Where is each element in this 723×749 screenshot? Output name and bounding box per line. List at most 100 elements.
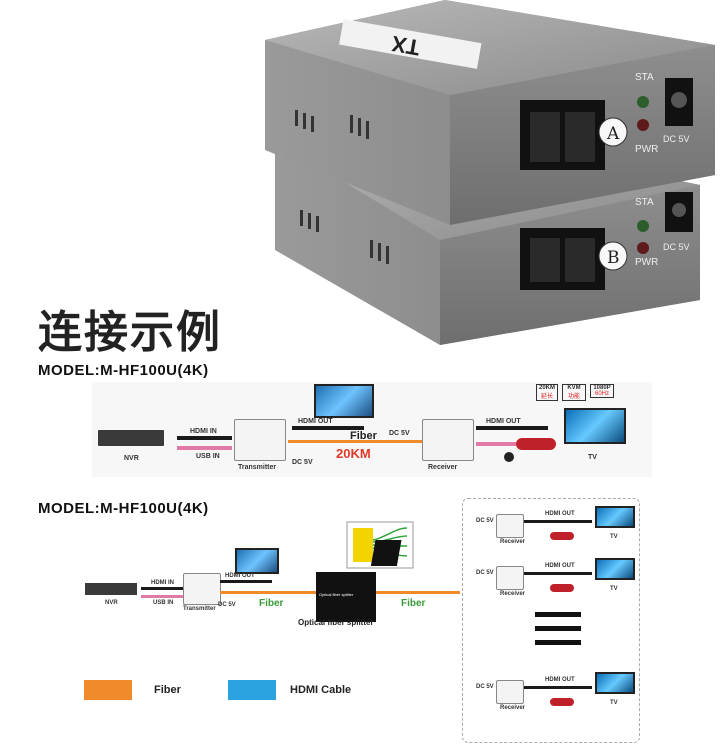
badge-3-top: 1080P — [593, 385, 611, 391]
page-title: 连接示例 — [38, 307, 222, 358]
sta-led-icon — [637, 96, 649, 108]
badge-1: 20KM 延长 — [536, 384, 558, 401]
badge-2: KVM 功能 — [562, 384, 586, 401]
fiber-label-right: Fiber — [401, 598, 426, 609]
receiver-1-device — [496, 514, 524, 538]
pwr-label: PWR — [635, 144, 658, 155]
product-photo: TX A STA PWR DC 5V B STA PWR DC 5V — [265, 0, 715, 345]
keyboard-icon — [516, 438, 556, 450]
receiver-2-tv-label: TV — [610, 586, 618, 592]
splitter-box-label: Optical fiber splitter — [319, 592, 354, 597]
rx-dc-label: DC 5V — [389, 430, 410, 437]
badge-2-bottom: 功能 — [567, 394, 580, 400]
nvr-device — [98, 430, 164, 446]
usb-in-label: USB IN — [196, 453, 220, 460]
badge-3: 1080P 60Hz — [590, 384, 614, 398]
legend-fiber-label: Fiber — [154, 684, 181, 696]
rx-hdmi-cable — [476, 426, 548, 430]
legend-hdmi-label: HDMI Cable — [290, 684, 352, 696]
diagram-1: NVR HDMI IN USB IN Transmitter DC 5V HDM… — [92, 382, 652, 477]
tx-logo — [339, 18, 482, 69]
tv-icon — [564, 408, 626, 444]
pwr-led-icon — [637, 119, 649, 131]
sta-label: STA — [635, 72, 654, 83]
transmitter-device — [234, 419, 286, 461]
monitor-icon — [314, 384, 374, 418]
receiver-2-device — [496, 566, 524, 590]
sta-label-b: STA — [635, 197, 654, 208]
splitter-module-image — [346, 521, 414, 569]
receiver-3-label: Receiver — [500, 705, 526, 711]
receiver-2-dc: DC 5V — [476, 570, 494, 576]
transmitter-label-2: Transmitter — [183, 606, 216, 612]
receiver-2-keyboard-icon — [550, 584, 574, 592]
legend-fiber-swatch — [84, 680, 132, 700]
receiver-1-hdmi-cable — [524, 520, 592, 523]
hdmi-in-label-2: HDMI IN — [151, 580, 174, 586]
fiber-line-left — [220, 591, 316, 594]
receiver-device — [422, 419, 474, 461]
splitter-device: Optical fiber splitter — [316, 572, 376, 622]
tv-label: TV — [588, 454, 597, 461]
usb-in-cable — [177, 446, 232, 450]
mouse-icon — [504, 452, 514, 462]
legend-hdmi-swatch — [228, 680, 276, 700]
receiver-1-tv-icon — [595, 506, 635, 528]
hdmi-out-rx-label: HDMI OUT — [486, 418, 521, 425]
receiver-3-tv-icon — [595, 672, 635, 694]
transmitter-label: Transmitter — [238, 464, 277, 471]
port-b-label: B — [607, 248, 620, 268]
splitter-caption: Optical fiber splitter — [298, 618, 374, 627]
usb-in-label-2: USB IN — [153, 600, 174, 606]
nvr-device-2 — [85, 583, 137, 595]
badge-1-top: 20KM — [538, 385, 555, 391]
fiber-label-left: Fiber — [259, 598, 284, 609]
receiver-2-hdmi-cable — [524, 572, 592, 575]
model-label-2: MODEL:M-HF100U(4K) — [38, 500, 209, 517]
nvr-label: NVR — [124, 455, 139, 462]
transmitter-device-2 — [183, 573, 221, 605]
receiver-row-1: DC 5V Receiver HDMI OUT TV — [470, 506, 635, 546]
hdmi-out-cable — [292, 426, 364, 430]
receiver-2-hdmi-label: HDMI OUT — [545, 563, 575, 569]
port-a-label: A — [606, 124, 620, 144]
diagram-2: NVR HDMI IN USB IN Transmitter DC 5V HDM… — [75, 540, 465, 640]
tx-dc-label-2: DC 5V — [218, 602, 236, 608]
rx-usb-cable — [476, 442, 516, 446]
receiver-1-label: Receiver — [500, 539, 526, 545]
receiver-2-label: Receiver — [500, 591, 526, 597]
receiver-3-dc: DC 5V — [476, 684, 494, 690]
badge-2-top: KVM — [567, 385, 581, 391]
hdmi-out-cable-2 — [220, 580, 272, 583]
monitor-icon-2 — [235, 548, 279, 574]
receiver-1-tv-label: TV — [610, 534, 618, 540]
dc-label-b: DC 5V — [663, 242, 690, 252]
hdmi-out-label-2: HDMI OUT — [225, 573, 255, 579]
tx-logo-text: TX — [390, 31, 422, 61]
model-label-1: MODEL:M-HF100U(4K) — [38, 362, 209, 379]
hdmi-in-cable-2 — [141, 587, 183, 590]
dc-label-a: DC 5V — [663, 134, 690, 144]
receiver-3-hdmi-cable — [524, 686, 592, 689]
receiver-2-tv-icon — [595, 558, 635, 580]
badge-1-bottom: 延长 — [540, 394, 553, 400]
receiver-row-3: DC 5V Receiver HDMI OUT TV — [470, 670, 635, 711]
fiber-line — [288, 440, 422, 443]
hdmi-out-tx-label: HDMI OUT — [298, 418, 333, 425]
receiver-1-keyboard-icon — [550, 532, 574, 540]
more-receivers-icon — [535, 612, 581, 652]
receiver-1-hdmi-label: HDMI OUT — [545, 511, 575, 517]
receivers-panel — [462, 498, 640, 743]
badge-3-bottom: 60Hz — [594, 391, 609, 397]
receiver-3-keyboard-icon — [550, 698, 574, 706]
receiver-3-device — [496, 680, 524, 704]
usb-in-cable-2 — [141, 595, 183, 598]
tx-dc-label: DC 5V — [292, 459, 313, 466]
hdmi-in-label: HDMI IN — [190, 428, 217, 435]
distance-label: 20KM — [336, 446, 371, 461]
nvr-label-2: NVR — [105, 600, 118, 606]
receiver-label: Receiver — [428, 464, 458, 471]
fiber-line-right — [376, 591, 460, 594]
receiver-3-tv-label: TV — [610, 700, 618, 706]
receiver-row-2: DC 5V Receiver HDMI OUT TV — [470, 558, 635, 598]
